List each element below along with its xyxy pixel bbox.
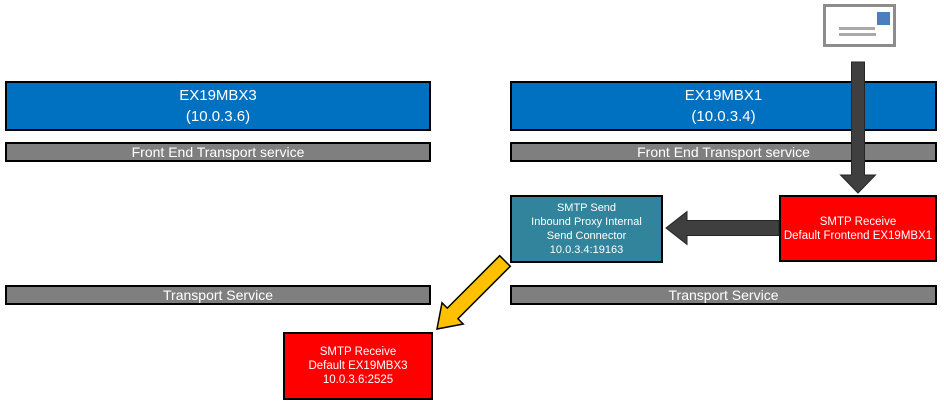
connector-mbx3-receive: SMTP Receive Default EX19MBX3 10.0.3.6:2… — [283, 332, 433, 400]
connector-line: Default Frontend EX19MBX1 — [783, 229, 933, 242]
envelope-icon — [823, 4, 896, 47]
connector-line: SMTP Receive — [819, 215, 897, 228]
arrow-proxy-to-send — [665, 210, 780, 246]
server-name: EX19MBX3 — [179, 87, 257, 104]
server-ip: (10.0.3.4) — [691, 108, 756, 125]
arrow-cross-server-delivery — [436, 254, 512, 330]
frontend-transport-bar-right: Front End Transport service — [510, 142, 937, 162]
transport-service-label: Transport Service — [163, 287, 273, 303]
frontend-transport-label: Front End Transport service — [637, 144, 810, 160]
server-ip: (10.0.3.6) — [185, 108, 251, 125]
connector-line: Inbound Proxy Internal — [531, 216, 642, 228]
server-name: EX19MBX1 — [684, 87, 763, 104]
transport-service-bar-left: Transport Service — [5, 285, 431, 305]
envelope-stamp — [877, 12, 890, 25]
connector-line: Send Connector — [546, 230, 627, 242]
connector-line: 10.0.3.6:2525 — [322, 374, 394, 386]
connector-smtp-send: SMTP Send Inbound Proxy Internal Send Co… — [510, 195, 663, 263]
connector-line: SMTP Receive — [319, 346, 397, 358]
connector-frontend-receive: SMTP Receive Default Frontend EX19MBX1 — [779, 195, 937, 262]
envelope-address-line — [839, 33, 876, 36]
server-box-ex19mbx1: EX19MBX1 (10.0.3.4) — [510, 81, 937, 131]
connector-line: SMTP Send — [556, 202, 617, 214]
frontend-transport-bar-left: Front End Transport service — [5, 142, 431, 162]
transport-service-bar-right: Transport Service — [510, 285, 937, 305]
connector-line: Default EX19MBX3 — [308, 360, 408, 372]
server-box-ex19mbx3: EX19MBX3 (10.0.3.6) — [5, 81, 431, 131]
envelope-address-line — [839, 27, 875, 30]
frontend-transport-label: Front End Transport service — [131, 144, 305, 160]
transport-service-label: Transport Service — [668, 287, 779, 303]
connector-line: 10.0.3.4:19163 — [549, 244, 624, 256]
